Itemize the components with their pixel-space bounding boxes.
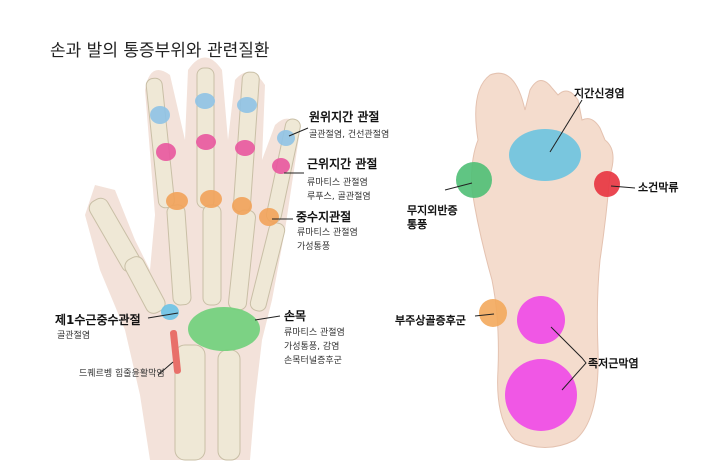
pip-disease: 루푸스, 골관절염 <box>307 190 371 202</box>
dequervain-area <box>170 329 181 374</box>
dip-diseases: 골관절염, 건선관절염 <box>309 128 389 140</box>
mcp-label: 중수지관절 <box>296 209 351 224</box>
plantar-area-upper <box>517 296 565 344</box>
wrist-disease: 류마티스 관절염 <box>284 326 345 338</box>
plantar-label: 족저근막염 <box>588 356 639 370</box>
pip-label: 근위지간 관절 <box>307 156 377 171</box>
hand-illustration <box>85 57 301 461</box>
gout-label: 통풍 <box>407 218 427 231</box>
dip-label: 원위지간 관절 <box>309 109 379 124</box>
dequervain-label: 드퀘르벵 힘줄윤활막염 <box>79 367 165 379</box>
cmc1-label: 제1수근중수관절 <box>55 312 141 327</box>
diagram-title: 손과 발의 통증부위와 관련질환 <box>50 41 270 61</box>
mcp-disease: 가성통풍 <box>297 241 330 252</box>
wrist-disease: 가성통풍, 감염 <box>284 340 339 352</box>
bunionette-area <box>594 171 620 197</box>
pip-disease: 류마티스 관절염 <box>307 176 368 188</box>
navicular-area <box>479 299 507 327</box>
mcp-joints <box>166 190 279 226</box>
pip-joints <box>156 134 290 174</box>
hallux-label: 무지외반증 <box>407 203 458 217</box>
wrist-disease: 손목터널증후군 <box>284 355 342 366</box>
dip-joints <box>150 93 295 146</box>
mcp-disease: 류마티스 관절염 <box>297 226 358 238</box>
foot-illustration <box>456 72 620 448</box>
wrist-area <box>188 307 260 351</box>
finger-bones <box>88 67 301 461</box>
wrist-label: 손목 <box>284 309 306 323</box>
navicular-label: 부주상골증후군 <box>395 313 466 327</box>
interdigital-area <box>509 129 581 181</box>
interdigital-label: 지간신경염 <box>574 86 625 100</box>
hallux-area <box>456 162 492 198</box>
cmc1-diseases: 골관절염 <box>57 329 90 341</box>
cmc1-joint <box>161 304 179 320</box>
plantar-area-lower <box>505 359 577 431</box>
bunionette-label: 소건막류 <box>638 180 678 194</box>
